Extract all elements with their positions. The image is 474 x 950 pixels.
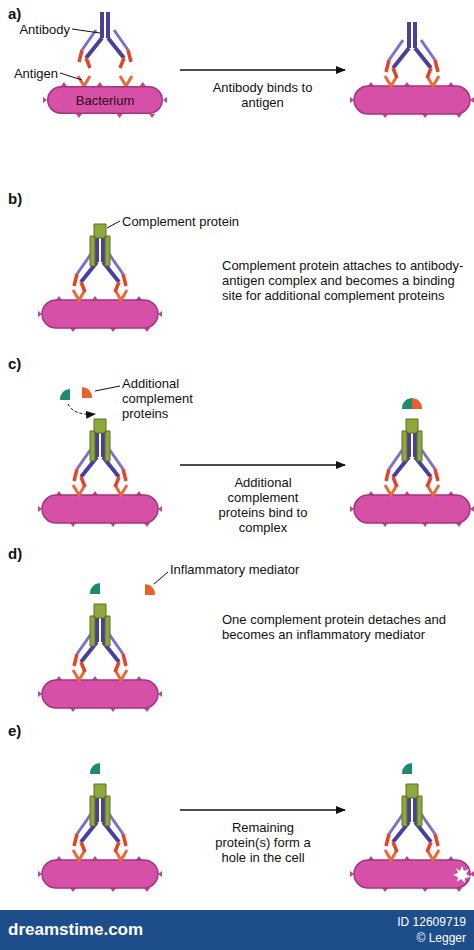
antibody [74,431,126,487]
step-arrow [180,809,345,811]
footer-band [0,910,474,950]
part-name: Antibody [0,22,70,37]
bacterium-body [48,87,163,114]
image-id: ID 12609719 [280,915,466,929]
bacterium [350,76,474,118]
part-name: Inflammatory mediator [170,562,330,577]
leader-line [60,73,82,80]
node-text: Bacterium [47,86,163,114]
antibody [386,431,438,487]
antibody [79,12,131,68]
complement-protein [90,419,110,461]
complement-protein [90,224,110,266]
leader-line [107,221,120,228]
leader-line [154,572,168,584]
step-description: Complement protein attaches to antibody-… [222,258,467,303]
complement-piece [82,387,92,398]
bacterium [38,670,162,712]
panel-letter: e) [8,722,38,740]
bacterium [350,485,474,527]
panel-letter: b) [8,190,38,208]
step-caption: Remaining protein(s) form a hole in the … [203,820,323,865]
complement-piece [412,398,422,409]
antibody [386,22,438,78]
complement-piece [90,763,100,774]
step-caption: Additional complement proteins bind to c… [203,475,323,535]
antibody [74,616,126,672]
bacterium [38,290,162,332]
complement-piece [402,763,412,774]
panel-letter: c) [8,355,38,373]
complement-protein [402,784,422,826]
bacterium [38,485,162,527]
credit: © Legger [280,931,466,945]
complement-piece [90,583,100,594]
panel-letter: d) [8,545,38,563]
step-description: One complement protein detaches and beco… [222,612,462,642]
complement-protein [402,419,422,461]
dashed-arrow [68,404,95,414]
part-name: Complement protein [122,214,262,229]
antibody [386,796,438,852]
complement-piece [402,398,412,409]
part-name: Additional complement proteins [122,376,237,421]
complement-protein [90,604,110,646]
antibody [74,236,126,292]
bacterium-spikes [43,82,167,118]
inflammatory-mediator [145,584,155,595]
leader-line [95,386,120,391]
panel-letter: a) [8,5,38,23]
step-arrow [180,464,345,466]
part-name: Antigen [0,66,58,81]
antibody [74,796,126,852]
bacterium [350,850,474,892]
step-arrow [180,69,345,71]
watermark: dreamstime.com [8,920,208,940]
bacterium-shape: Bacterium [47,86,163,114]
step-caption: Antibody binds to antigen [200,80,325,110]
complement-piece [60,389,70,400]
leader-line [72,29,100,33]
bacterium [38,850,162,892]
membrane-hole [453,866,471,883]
antigen [78,76,132,86]
complement-protein [90,784,110,826]
